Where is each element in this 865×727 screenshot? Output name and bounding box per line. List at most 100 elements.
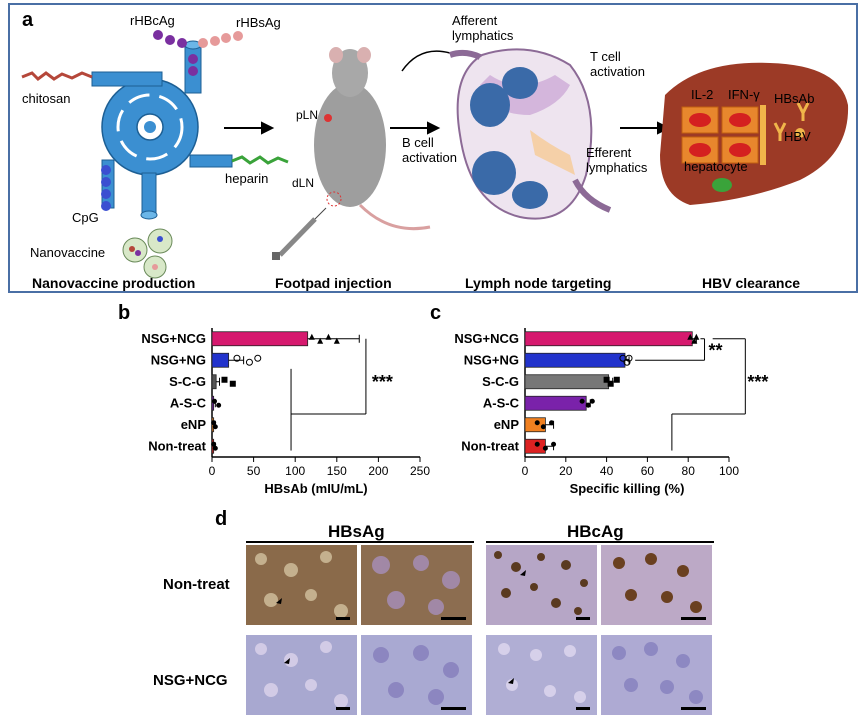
step-nanovaccine-production: Nanovaccine production bbox=[32, 275, 196, 291]
category-label: S-C-G bbox=[169, 374, 206, 389]
nanovaccine-device bbox=[91, 40, 233, 220]
data-point bbox=[625, 354, 633, 362]
data-point bbox=[245, 358, 253, 366]
data-point bbox=[551, 441, 557, 447]
x-tick-label: 100 bbox=[719, 464, 739, 478]
data-point bbox=[693, 333, 700, 340]
row-label-nsg-ncg: NSG+NCG bbox=[153, 672, 228, 689]
data-point bbox=[540, 424, 546, 430]
x-tick-label: 250 bbox=[410, 464, 430, 478]
category-label: Non-treat bbox=[148, 438, 206, 453]
category-label: eNP bbox=[181, 417, 207, 432]
label-afferent-lymphatics: Afferent lymphatics bbox=[452, 13, 514, 43]
data-point bbox=[212, 445, 218, 451]
label-hbv: HBV bbox=[784, 129, 811, 144]
data-point bbox=[534, 441, 540, 447]
significance-marker: *** bbox=[372, 372, 393, 392]
label-cpg: CpG bbox=[72, 210, 99, 225]
step-footpad-injection: Footpad injection bbox=[275, 275, 392, 291]
data-point bbox=[589, 398, 595, 404]
panel-letter-b: b bbox=[118, 302, 131, 324]
label-b-cell-activation: B cell activation bbox=[402, 135, 457, 165]
cpg-beads bbox=[101, 165, 111, 211]
scale-bar bbox=[681, 617, 706, 620]
label-rhbsag: rHBsAg bbox=[236, 15, 281, 30]
bar bbox=[211, 352, 230, 368]
scale-bar bbox=[441, 707, 466, 710]
data-point bbox=[254, 354, 262, 362]
scale-bar bbox=[681, 707, 706, 710]
data-point bbox=[211, 420, 217, 426]
ihc-tile-nsgncg-hbcag-low bbox=[486, 635, 597, 715]
data-point bbox=[603, 376, 610, 383]
label-efferent-lymphatics: Efferent lymphatics bbox=[586, 145, 648, 175]
ihc-tile-nontreat-hbcag-high bbox=[601, 545, 712, 625]
x-axis-title: Specific killing (%) bbox=[570, 481, 685, 496]
category-label: S-C-G bbox=[482, 374, 519, 389]
significance-marker: ** bbox=[709, 341, 723, 361]
bar bbox=[211, 331, 309, 347]
data-point bbox=[687, 333, 694, 340]
x-tick-label: 0 bbox=[209, 464, 216, 478]
x-tick-label: 60 bbox=[641, 464, 655, 478]
rhbsag-beads bbox=[198, 31, 243, 48]
x-tick-label: 20 bbox=[559, 464, 573, 478]
data-point bbox=[211, 441, 217, 447]
bar bbox=[524, 395, 587, 411]
data-point bbox=[542, 445, 548, 451]
col-rule-hbsag bbox=[246, 541, 474, 543]
category-label: NSG+NG bbox=[464, 352, 519, 367]
col-header-hbcag: HBcAg bbox=[567, 522, 624, 541]
col-header-hbsag: HBsAg bbox=[328, 522, 385, 541]
heparin-strand bbox=[231, 155, 289, 165]
x-tick-label: 150 bbox=[327, 464, 347, 478]
step-lymph-node-targeting: Lymph node targeting bbox=[465, 275, 612, 291]
ihc-tile-nontreat-hbcag-low bbox=[486, 545, 597, 625]
data-point bbox=[607, 380, 614, 387]
data-point bbox=[623, 358, 631, 366]
label-pln: pLN bbox=[296, 108, 319, 122]
data-point bbox=[233, 354, 241, 362]
label-rhbcag: rHBcAg bbox=[130, 13, 175, 28]
category-label: NSG+NG bbox=[151, 352, 206, 367]
scale-bar bbox=[336, 707, 350, 710]
data-point bbox=[211, 398, 217, 404]
label-hepatocyte: hepatocyte bbox=[684, 159, 748, 174]
panel-a-schematic: a bbox=[8, 3, 858, 293]
lymph-node-illustration bbox=[449, 48, 612, 220]
liver-illustration bbox=[660, 62, 849, 206]
data-point bbox=[325, 333, 332, 340]
category-label: Non-treat bbox=[461, 438, 519, 453]
x-tick-label: 80 bbox=[682, 464, 696, 478]
label-t-cell-activation: T cell activation bbox=[590, 49, 645, 79]
ihc-tile-nontreat-hbsag-low bbox=[246, 545, 357, 625]
category-label: eNP bbox=[494, 417, 520, 432]
bar bbox=[524, 352, 626, 368]
data-point bbox=[216, 402, 222, 408]
rhbcag-beads bbox=[153, 30, 198, 76]
bar bbox=[524, 331, 693, 347]
bar bbox=[524, 374, 610, 390]
scale-bar bbox=[576, 707, 590, 710]
category-label: NSG+NCG bbox=[454, 331, 519, 346]
label-heparin: heparin bbox=[225, 171, 269, 186]
chitosan-strand bbox=[21, 71, 93, 81]
x-tick-label: 100 bbox=[285, 464, 305, 478]
scale-bar bbox=[336, 617, 350, 620]
x-tick-label: 0 bbox=[522, 464, 529, 478]
category-label: NSG+NCG bbox=[141, 331, 206, 346]
label-dln: dLN bbox=[292, 176, 315, 190]
data-point bbox=[308, 333, 315, 340]
data-point bbox=[534, 420, 540, 426]
x-tick-label: 200 bbox=[368, 464, 388, 478]
panel-letter-d: d bbox=[215, 508, 228, 530]
ihc-tile-nontreat-hbsag-high bbox=[361, 545, 472, 625]
data-point bbox=[579, 398, 585, 404]
mouse-illustration bbox=[272, 47, 431, 260]
col-rule-hbcag bbox=[486, 541, 714, 543]
data-point bbox=[221, 376, 228, 383]
label-il2: IL-2 bbox=[691, 87, 714, 102]
panel-letter-c: c bbox=[430, 302, 442, 324]
